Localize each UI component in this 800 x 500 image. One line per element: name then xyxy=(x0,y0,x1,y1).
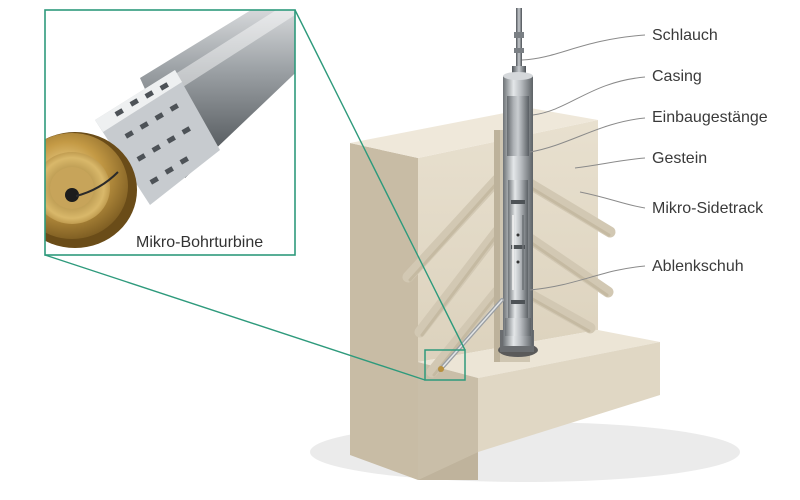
label-casing: Casing xyxy=(652,68,702,85)
installation-tool xyxy=(505,180,531,336)
rock-block xyxy=(350,108,660,480)
inset-turbine-view xyxy=(44,9,296,256)
label-mikro-sidetrack: Mikro-Sidetrack xyxy=(652,200,764,217)
micro-sidetrack-tool xyxy=(438,298,504,372)
label-schlauch: Schlauch xyxy=(652,27,718,44)
leader-lines xyxy=(521,34,646,291)
label-ablenkschuh: Ablenkschuh xyxy=(652,258,744,275)
label-einbaugestaenge: Einbaugestänge xyxy=(652,109,768,126)
label-gestein: Gestein xyxy=(652,150,708,167)
sidetrack-grooves xyxy=(402,172,616,378)
detail-box xyxy=(424,349,466,381)
zoom-connector-lines xyxy=(44,9,466,381)
hose xyxy=(512,8,526,76)
inset-caption: Mikro-Bohrturbine xyxy=(124,232,292,254)
